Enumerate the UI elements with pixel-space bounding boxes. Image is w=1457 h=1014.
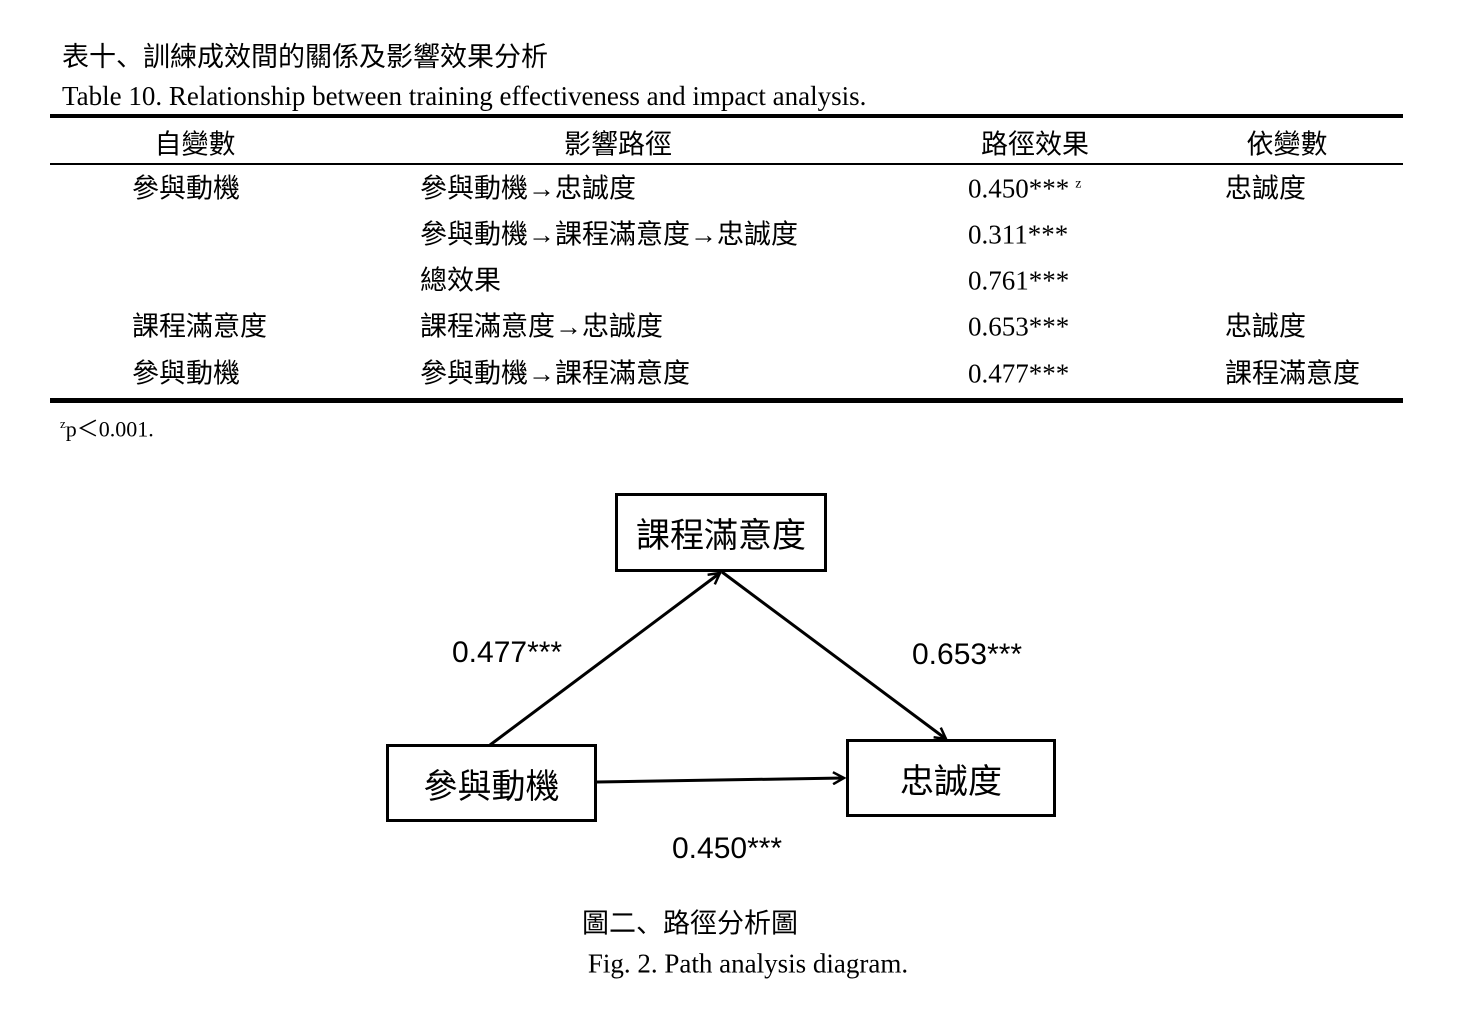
label-iv-to-dv: 0.450*** <box>672 832 783 865</box>
label-iv-to-mediator: 0.477*** <box>452 636 563 669</box>
cell-text: 忠誠度 <box>1225 173 1306 204</box>
table-cell-effect: 0.653*** <box>968 311 1070 342</box>
arrow-iv-to-mediator <box>489 573 720 747</box>
header-rule <box>50 163 1403 165</box>
arrow-iv-to-dv <box>596 778 844 782</box>
table-cell-effect: 0.761*** <box>968 265 1070 296</box>
node-independent: 參與動機 <box>386 744 597 822</box>
table-title-zh: 表十、訓練成效間的關係及影響效果分析 <box>62 42 548 72</box>
table-cell-path: 總效果 <box>420 265 501 296</box>
table-cell-iv: 參與動機 <box>132 173 240 204</box>
header-effect: 路徑效果 <box>981 129 1089 160</box>
node-mediator: 課程滿意度 <box>615 493 827 572</box>
arrow-mediator-to-dv <box>721 570 946 739</box>
table-cell-iv: 課程滿意度 <box>132 311 267 342</box>
table-cell-dv: 忠誠度 <box>1225 311 1306 342</box>
top-rule <box>50 114 1403 118</box>
header-iv: 自變數 <box>154 129 236 160</box>
cell-text: 參與動機→課程滿意度→忠誠度 <box>420 219 798 250</box>
footnote-sup: z <box>60 416 66 431</box>
cell-text: 參與動機 <box>132 173 240 204</box>
cell-text: 0.761*** <box>968 265 1070 296</box>
cell-text: 課程滿意度 <box>1225 358 1360 389</box>
table-title-en: Table 10. Relationship between training … <box>62 81 867 111</box>
table-cell-path: 參與動機→課程滿意度 <box>420 358 690 389</box>
cell-text: 參與動機→課程滿意度 <box>420 358 690 389</box>
table-cell-dv: 忠誠度 <box>1225 173 1306 204</box>
header-dv: 依變數 <box>1246 129 1328 160</box>
cell-text: 忠誠度 <box>1225 311 1306 342</box>
footnote: zp＜0.001. <box>60 417 154 440</box>
table-cell-dv: 課程滿意度 <box>1225 358 1360 389</box>
footnote-text: p＜0.001. <box>65 416 154 442</box>
table-cell-effect: 0.477*** <box>968 358 1070 389</box>
cell-text: 0.477*** <box>968 358 1070 389</box>
cell-text: 參與動機 <box>132 358 240 389</box>
cell-text: 參與動機→忠誠度 <box>420 173 636 204</box>
table-cell-path: 參與動機→課程滿意度→忠誠度 <box>420 219 798 250</box>
cell-text: 0.653*** <box>968 311 1070 342</box>
effect-superscript: z <box>1075 176 1082 192</box>
cell-text: 總效果 <box>420 265 501 296</box>
header-path: 影響路徑 <box>564 129 672 160</box>
figure-caption-zh: 圖二、路徑分析圖 <box>582 908 798 939</box>
figure-caption-en: Fig. 2. Path analysis diagram. <box>587 948 909 979</box>
cell-text: 課程滿意度→忠誠度 <box>420 311 663 342</box>
cell-text: 0.311*** <box>968 219 1069 250</box>
table-cell-effect: 0.311*** <box>968 219 1069 250</box>
label-mediator-to-dv: 0.653*** <box>912 638 1023 671</box>
node-dependent: 忠誠度 <box>846 739 1056 817</box>
table-cell-iv: 參與動機 <box>132 358 240 389</box>
cell-text: 課程滿意度 <box>132 311 267 342</box>
table-cell-path: 參與動機→忠誠度 <box>420 173 636 204</box>
bottom-rule <box>50 398 1403 403</box>
table-cell-effect: 0.450*** z <box>968 173 1082 204</box>
table-cell-path: 課程滿意度→忠誠度 <box>420 311 663 342</box>
cell-text: 0.450*** <box>968 173 1070 204</box>
